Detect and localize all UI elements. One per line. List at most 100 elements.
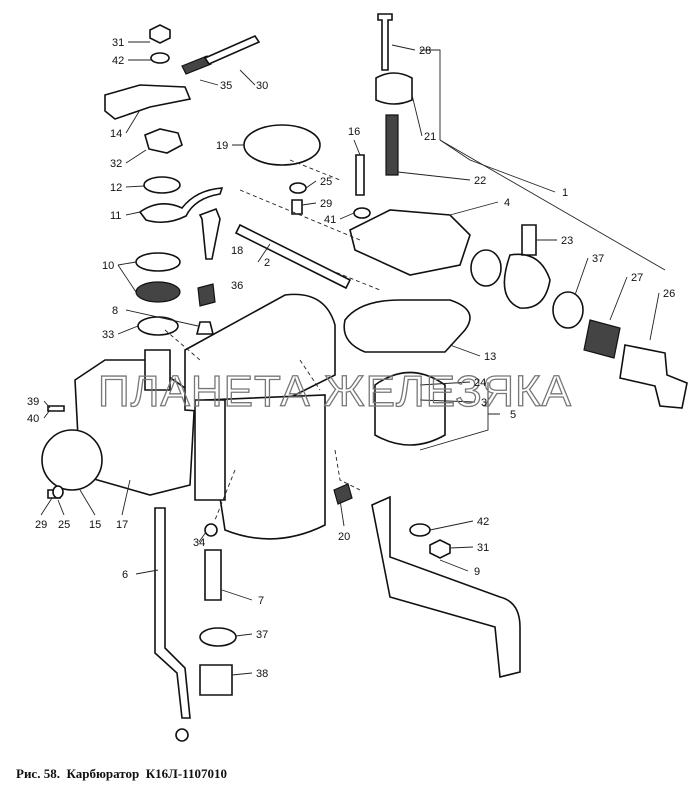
label-11: 11	[110, 210, 121, 222]
label-26: 26	[663, 288, 675, 300]
nut-32	[144, 128, 183, 154]
label-20: 20	[338, 531, 350, 543]
screw-29	[291, 199, 303, 215]
label-8: 8	[112, 305, 118, 317]
ring-33	[137, 316, 179, 336]
nut-31	[149, 24, 171, 44]
label-3: 3	[481, 397, 487, 409]
label-25b: 25	[58, 519, 70, 531]
screw-30	[203, 34, 261, 66]
ring-10b	[135, 281, 181, 303]
label-42: 42	[112, 55, 124, 67]
label-31b: 31	[477, 542, 489, 554]
label-17: 17	[116, 519, 128, 531]
label-6: 6	[122, 569, 128, 581]
label-18: 18	[231, 245, 243, 257]
float-chamber	[204, 394, 326, 540]
filter-27	[583, 319, 621, 359]
label-35: 35	[220, 80, 232, 92]
label-23: 23	[561, 235, 573, 247]
washer-37b	[199, 627, 237, 647]
label-9: 9	[474, 566, 480, 578]
bolt-26	[619, 344, 688, 409]
washer-25b	[52, 485, 64, 499]
label-28: 28	[419, 45, 431, 57]
figure-caption: Рис. 58. Карбюратор К16Л-1107010	[16, 766, 227, 782]
label-5: 5	[510, 409, 516, 421]
label-1: 1	[562, 187, 568, 199]
label-25: 25	[320, 176, 332, 188]
watermark-text: ПЛАНЕТА ЖЕЛЕЗЯКА	[98, 367, 572, 416]
label-30: 30	[256, 80, 268, 92]
washer-42	[150, 52, 170, 64]
fitting	[144, 349, 171, 391]
ring-34	[204, 523, 218, 537]
leader-lines	[40, 41, 666, 676]
washer-41	[353, 207, 371, 219]
label-29b: 29	[35, 519, 47, 531]
label-37: 37	[592, 253, 604, 265]
label-24: 24	[474, 377, 486, 389]
jet-7	[204, 549, 222, 601]
gasket-13	[343, 299, 471, 353]
label-7: 7	[258, 595, 264, 607]
float-3	[374, 371, 446, 446]
label-37b: 37	[256, 629, 268, 641]
label-14: 14	[110, 128, 122, 140]
part-drawings	[41, 13, 688, 742]
label-4: 4	[504, 197, 510, 209]
label-40: 40	[27, 413, 39, 425]
caption-title: Карбюратор	[66, 766, 140, 781]
ball-end	[175, 728, 189, 742]
label-2: 2	[264, 257, 270, 269]
label-22: 22	[474, 175, 486, 187]
label-41: 41	[324, 214, 336, 226]
label-42b: 42	[477, 516, 489, 528]
label-31: 31	[112, 37, 124, 49]
label-12: 12	[110, 182, 122, 194]
label-15: 15	[89, 519, 101, 531]
ring-10a	[135, 252, 181, 272]
part-number-labels: 31 42 35 30 14 32 12 11 18 10 36 8 33 19…	[27, 37, 675, 680]
spring-22	[385, 114, 399, 176]
spring-36	[197, 283, 216, 307]
washer-12	[143, 176, 181, 194]
caption-model: К16Л-1107010	[145, 766, 227, 781]
label-38: 38	[256, 668, 268, 680]
label-21: 21	[424, 131, 436, 143]
washer-42b	[409, 523, 431, 537]
caption-prefix: Рис. 58.	[16, 766, 60, 781]
spring-20	[333, 483, 353, 505]
plug-38	[199, 664, 233, 696]
body-upper	[184, 293, 336, 416]
pin-28	[377, 13, 393, 71]
washer-25	[289, 182, 307, 194]
disk-19	[243, 124, 321, 166]
nut-31b	[429, 539, 451, 559]
label-29: 29	[320, 198, 332, 210]
washer-left	[470, 249, 502, 287]
label-16: 16	[348, 126, 360, 138]
bracket-9	[371, 495, 521, 679]
washer-37	[552, 291, 584, 329]
screw-16	[355, 154, 365, 196]
label-34: 34	[193, 537, 205, 549]
throttle-disk-15	[41, 429, 103, 491]
screw-39	[47, 405, 65, 412]
lever-11	[138, 187, 224, 224]
label-33: 33	[102, 329, 114, 341]
label-27: 27	[631, 272, 643, 284]
spring-35	[181, 55, 212, 75]
label-39: 39	[27, 396, 39, 408]
label-19: 19	[216, 140, 228, 152]
shaft-6	[154, 507, 191, 719]
cap-21	[375, 72, 413, 105]
label-36: 36	[231, 280, 243, 292]
cover-4	[349, 209, 471, 276]
shaft-2	[234, 223, 352, 290]
label-32: 32	[110, 158, 122, 170]
banjo-23	[503, 224, 551, 309]
body-side	[194, 399, 226, 501]
